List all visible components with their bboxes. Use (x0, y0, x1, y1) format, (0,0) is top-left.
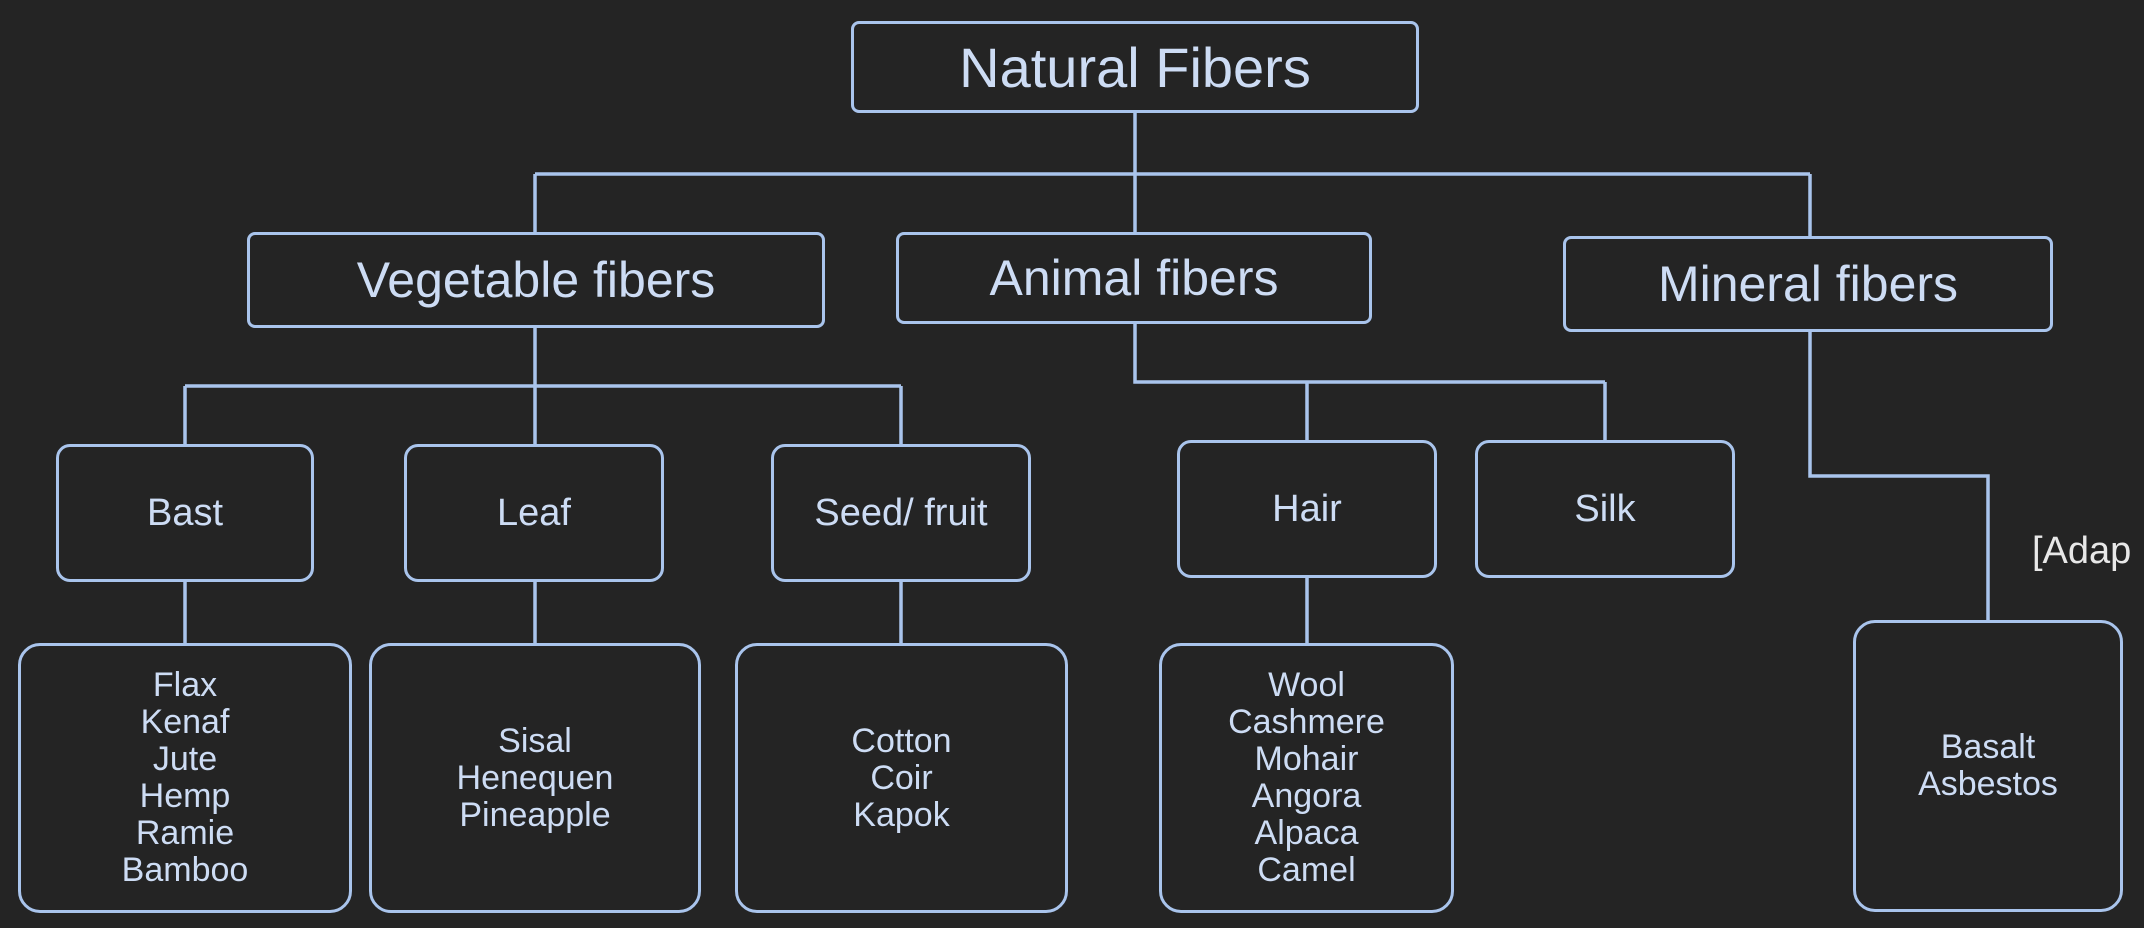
node-label: Mineral fibers (1657, 256, 1959, 312)
node-label: Hair (1272, 487, 1342, 530)
connector-vegetable-to-subcategories (183, 326, 903, 446)
node-seed-fruit-examples: Cotton Coir Kapok (735, 643, 1068, 913)
node-leaf: Leaf (404, 444, 664, 582)
example-item: Camel (1257, 851, 1356, 889)
example-item: Wool (1268, 666, 1345, 704)
example-item: Sisal (498, 721, 572, 760)
node-hair-examples: Wool Cashmere Mohair Angora Alpaca Camel (1159, 643, 1454, 913)
example-item: Hemp (139, 777, 231, 815)
example-item: Kapok (853, 795, 950, 834)
example-list: Basalt Asbestos (1918, 729, 2058, 803)
example-item: Cotton (851, 721, 952, 760)
node-bast: Bast (56, 444, 314, 582)
example-list: Wool Cashmere Mohair Angora Alpaca Camel (1228, 667, 1385, 889)
example-list: Flax Kenaf Jute Hemp Ramie Bamboo (122, 667, 249, 889)
example-item: Bamboo (121, 851, 249, 889)
node-natural-fibers: Natural Fibers (851, 21, 1419, 113)
example-item: Jute (152, 740, 218, 778)
node-silk: Silk (1475, 440, 1735, 578)
example-item: Cashmere (1228, 703, 1385, 741)
example-item: Alpaca (1254, 814, 1359, 852)
example-item: Coir (870, 758, 933, 797)
example-item: Flax (152, 666, 218, 704)
example-item: Basalt (1940, 728, 2036, 766)
node-label: Silk (1574, 487, 1636, 530)
example-list: Cotton Coir Kapok (851, 721, 952, 834)
example-item: Pineapple (459, 795, 611, 834)
node-mineral-examples: Basalt Asbestos (1853, 620, 2123, 912)
example-item: Asbestos (1918, 765, 2058, 803)
example-list: Sisal Henequen Pineapple (456, 721, 614, 834)
example-item: Mohair (1254, 740, 1359, 778)
node-seed-fruit: Seed/ fruit (771, 444, 1031, 582)
connector-mineral-to-examples (1808, 330, 1990, 622)
node-mineral-fibers: Mineral fibers (1563, 236, 2053, 332)
node-label: Bast (146, 491, 224, 534)
connector-root-to-categories (533, 112, 1812, 238)
node-hair: Hair (1177, 440, 1437, 578)
connector-animal-to-subcategories (1133, 322, 1607, 442)
citation-text: [Adap (2032, 530, 2132, 572)
example-item: Kenaf (140, 703, 230, 741)
node-label: Vegetable fibers (356, 252, 716, 308)
node-bast-examples: Flax Kenaf Jute Hemp Ramie Bamboo (18, 643, 352, 913)
node-leaf-examples: Sisal Henequen Pineapple (369, 643, 701, 913)
node-label: Seed/ fruit (814, 491, 988, 534)
node-vegetable-fibers: Vegetable fibers (247, 232, 825, 328)
node-label: Animal fibers (989, 250, 1279, 306)
example-item: Ramie (135, 814, 235, 852)
node-label: Natural Fibers (959, 35, 1311, 99)
example-item: Henequen (456, 758, 614, 797)
node-animal-fibers: Animal fibers (896, 232, 1372, 324)
node-label: Leaf (497, 491, 571, 534)
example-item: Angora (1251, 777, 1362, 815)
